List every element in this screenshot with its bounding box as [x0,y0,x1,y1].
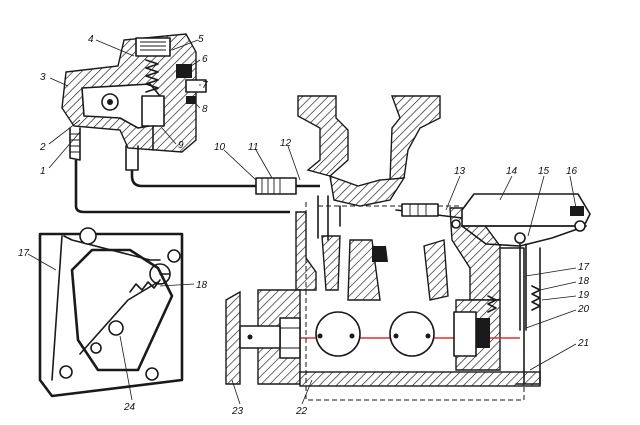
regulator-valve-assembly [61,33,290,214]
callout-17: 17 [578,262,590,273]
callout-8: 8 [202,104,208,115]
callout-14: 14 [506,166,518,177]
callout-11: 11 [248,142,258,153]
callout-16: 16 [566,166,578,177]
callout-12: 12 [280,138,292,149]
governor-side-panel [38,227,184,398]
callout-left-24: 24 [123,402,136,413]
callout-labels: 1 2 3 4 5 6 7 8 9 10 11 12 13 14 15 16 1… [18,34,590,417]
callout-21: 21 [577,338,589,349]
diaphragm-chamber [395,193,591,331]
connecting-pipes [255,177,320,195]
callout-3: 3 [40,72,46,83]
callout-6: 6 [202,54,208,65]
callout-9: 9 [178,140,184,151]
callout-18: 18 [578,276,590,287]
callout-left-18: 18 [196,280,208,291]
callout-20: 20 [577,304,590,315]
callout-7: 7 [202,80,208,91]
callout-5: 5 [198,34,204,45]
leader-lines [27,39,577,405]
callout-22: 22 [295,406,308,417]
callout-15: 15 [538,166,550,177]
callout-23: 23 [231,406,244,417]
callout-1: 1 [40,166,46,177]
callout-left-17: 17 [18,248,30,259]
callout-4: 4 [88,34,94,45]
callout-13: 13 [454,166,466,177]
callout-19: 19 [578,290,590,301]
callout-2: 2 [39,142,46,153]
callout-10: 10 [214,142,226,153]
carburetor-body [225,95,541,401]
